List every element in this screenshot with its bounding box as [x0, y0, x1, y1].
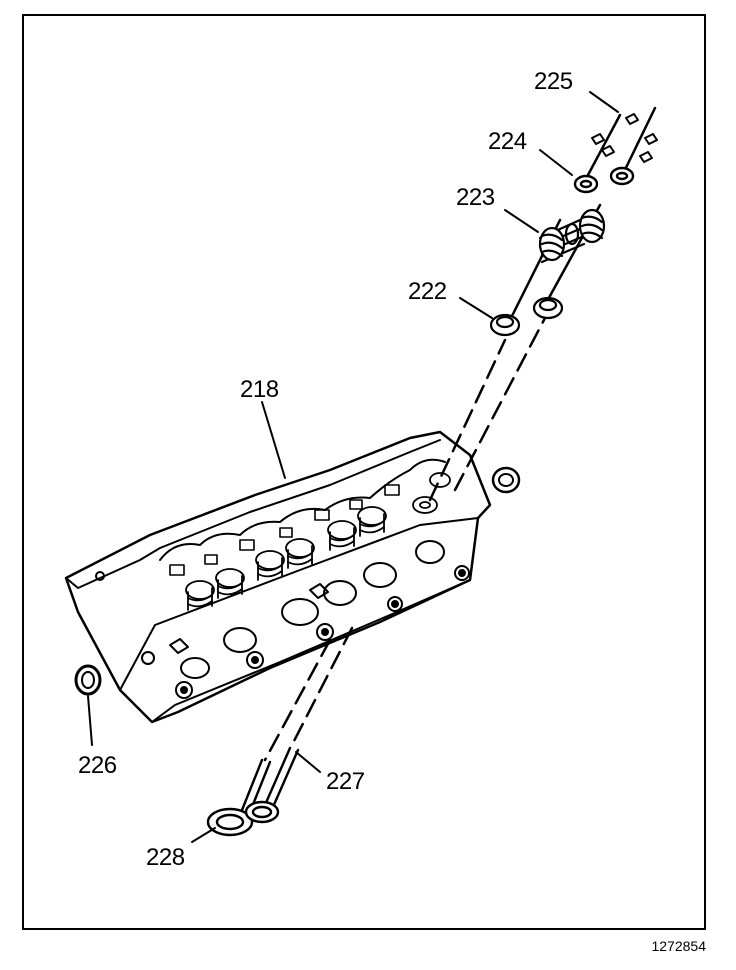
diagram-frame	[22, 14, 706, 930]
callout-226: 226	[78, 752, 117, 779]
callout-218: 218	[240, 376, 279, 403]
valve-keys-225	[591, 113, 658, 163]
callout-225: 225	[534, 68, 573, 95]
valve-seals-222	[489, 296, 564, 337]
figure-number: 1272854	[651, 938, 706, 954]
seal-ring-226	[74, 664, 102, 696]
callout-228: 228	[146, 844, 185, 871]
callout-222: 222	[408, 278, 447, 305]
valve-springs-223	[538, 208, 606, 264]
callout-227: 227	[326, 768, 365, 795]
valves-227-228	[206, 746, 300, 837]
cylinder-head	[64, 430, 492, 724]
leader-lines	[87, 91, 619, 843]
plug-ring	[491, 466, 521, 494]
retainers-224	[573, 166, 635, 194]
callout-223: 223	[456, 184, 495, 211]
callout-224: 224	[488, 128, 527, 155]
